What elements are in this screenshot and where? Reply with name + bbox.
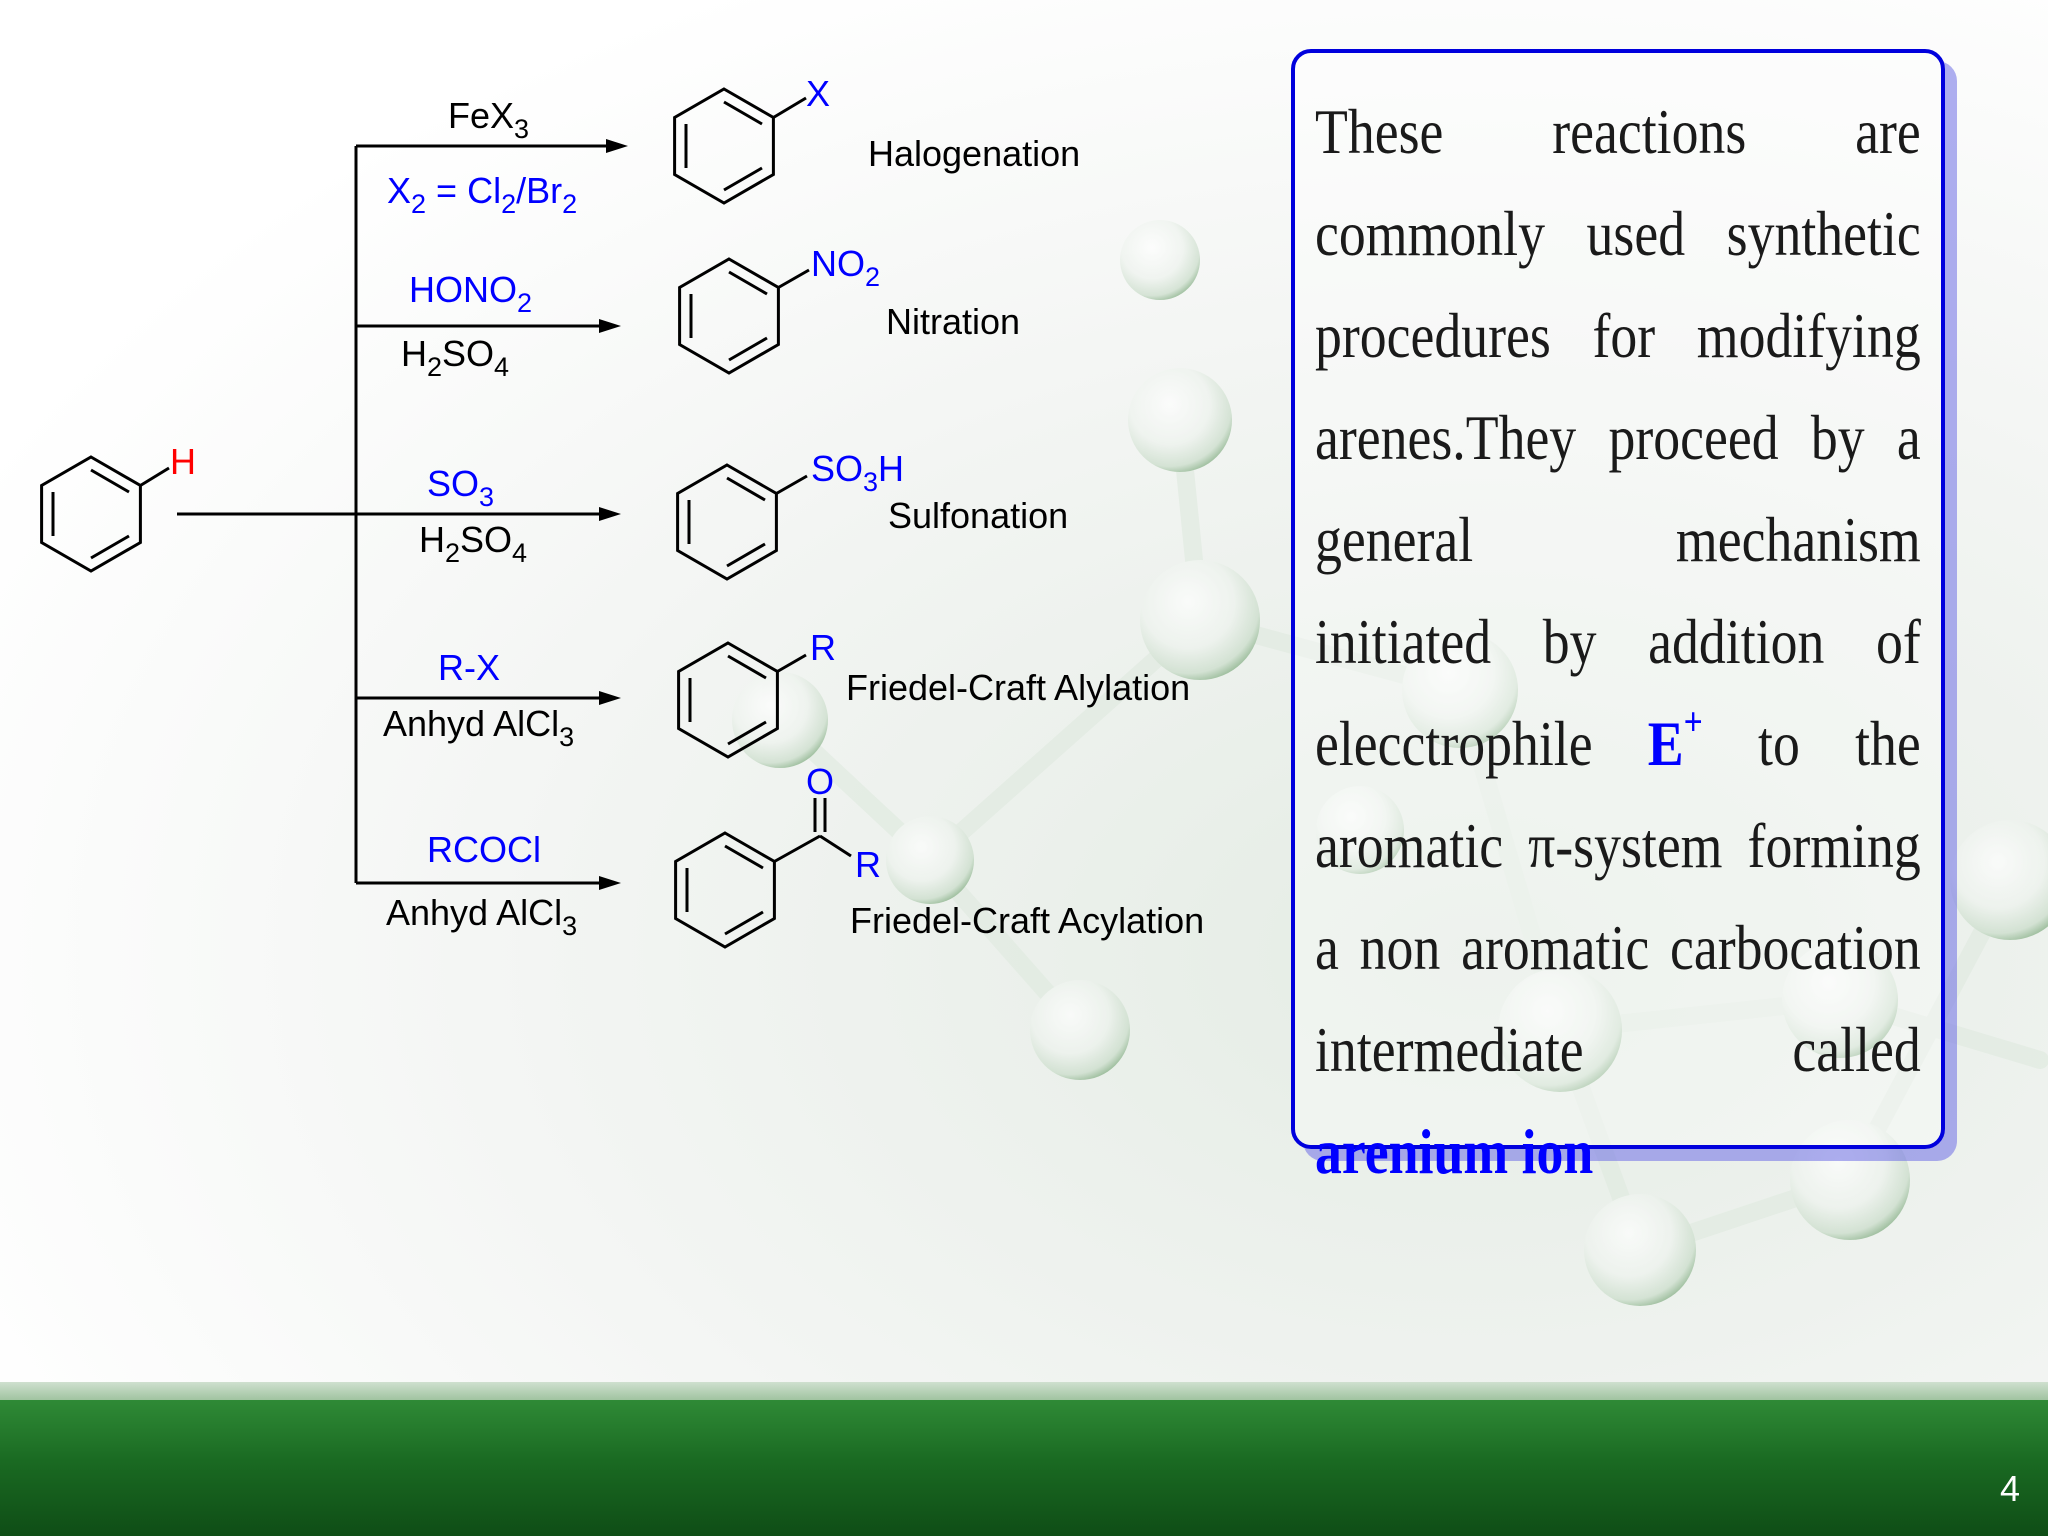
explanation-text-part1: These reactions are commonly used synthe… — [1315, 96, 1921, 779]
label-nitration: Nitration — [886, 301, 1020, 342]
substituent-r-alkyl: R — [810, 627, 836, 668]
benzene-product-halogen — [673, 87, 807, 205]
reagent-rcocl: RCOCl — [427, 829, 541, 870]
label-friedel-craft-acylation: Friedel-Craft Acylation — [850, 900, 1204, 941]
arrowhead-nitration — [599, 319, 621, 333]
benzene-product-nitro — [678, 257, 810, 375]
arrowhead-sulfonation — [599, 507, 621, 521]
arrowhead-alkylation — [599, 691, 621, 705]
reagent-fex3: FeX3 — [448, 95, 529, 144]
explanation-textbox: These reactions are commonly used synthe… — [1291, 49, 1945, 1187]
footer-bar — [0, 1400, 2048, 1536]
reagent-hono2: HONO2 — [409, 269, 532, 318]
substituent-o: O — [806, 761, 834, 802]
reagent-x2-cl2-br2: X2 = Cl2/Br2 — [387, 170, 577, 219]
start-hydrogen-label: H — [170, 441, 196, 482]
reagent-so3: SO3 — [427, 463, 494, 512]
arrowhead-acylation — [599, 876, 621, 890]
reagent-r-x: R-X — [438, 647, 500, 688]
page-number: 4 — [1999, 1468, 2020, 1509]
substituent-so3h: SO3H — [811, 448, 904, 497]
electrophile-charge: + — [1683, 699, 1703, 744]
substituent-r-acyl: R — [855, 844, 881, 885]
reagent-h2so4-nitration: H2SO4 — [401, 333, 509, 382]
reagent-anhyd-alcl3-acylation: Anhyd AlCl3 — [386, 892, 577, 941]
footer-highlight-strip — [0, 1382, 2048, 1402]
label-friedel-craft-alkylation: Friedel-Craft Alylation — [846, 667, 1190, 708]
benzene-start — [40, 455, 170, 573]
arrowhead-halogenation — [606, 139, 628, 153]
arenium-ion-highlight: arenium ion — [1315, 1116, 1594, 1187]
reagent-h2so4-sulfonation: H2SO4 — [419, 519, 527, 568]
electrophile-symbol: E — [1647, 708, 1684, 779]
substituent-x: X — [806, 73, 830, 114]
explanation-text-part2: to the aromatic π-system forming a non a… — [1315, 708, 1921, 1085]
label-halogenation: Halogenation — [868, 133, 1080, 174]
explanation-paragraph: These reactions are commonly used synthe… — [1315, 81, 1921, 1203]
label-sulfonation: Sulfonation — [888, 495, 1068, 536]
reagent-anhyd-alcl3-alkylation: Anhyd AlCl3 — [383, 703, 574, 752]
benzene-product-alkyl — [677, 641, 807, 759]
benzene-product-sulfonic — [676, 463, 808, 581]
benzene-product-acyl — [674, 798, 852, 949]
substituent-no2: NO2 — [811, 243, 880, 292]
